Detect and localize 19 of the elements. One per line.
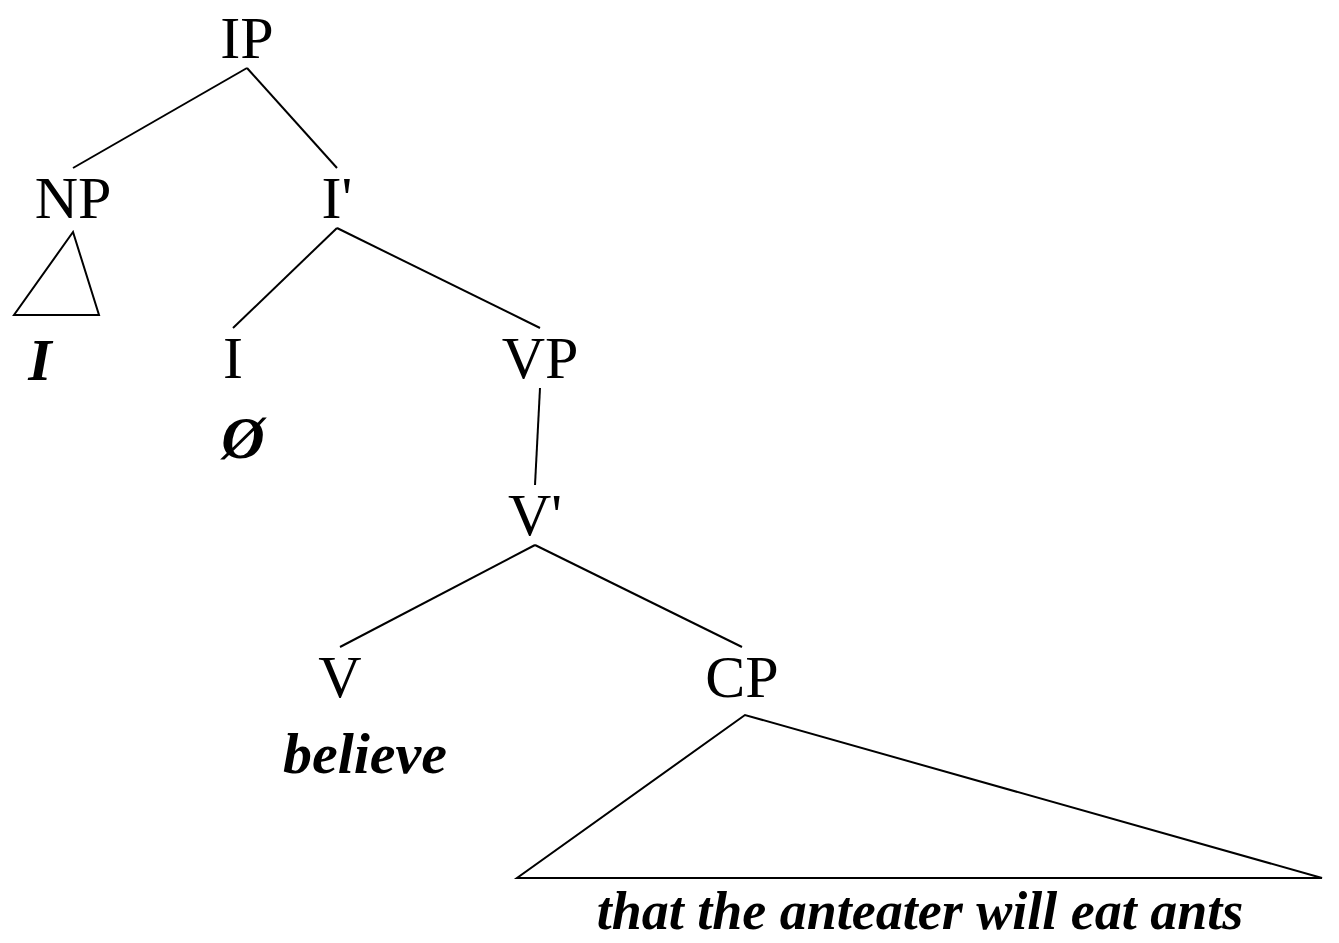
terminal-phrase: I [28,330,52,390]
category-label: I' [321,168,353,228]
category-label: VP [501,328,579,388]
category-label: NP [34,168,112,228]
branch-line [232,227,338,329]
category-label: I [223,328,243,388]
category-label: V [318,647,362,707]
branch-line [246,67,338,169]
branch-line [72,67,248,169]
terminal-word: believe [282,725,448,783]
terminal-word: Ø [221,408,265,468]
branch-line [534,387,541,486]
category-label: IP [220,8,274,68]
branch-line [339,544,536,648]
category-label: CP [705,647,779,707]
branch-line [534,544,743,648]
branch-line [336,227,541,329]
category-label: V' [507,485,563,545]
terminal-phrase: that the anteater will eat ants [596,884,1244,938]
